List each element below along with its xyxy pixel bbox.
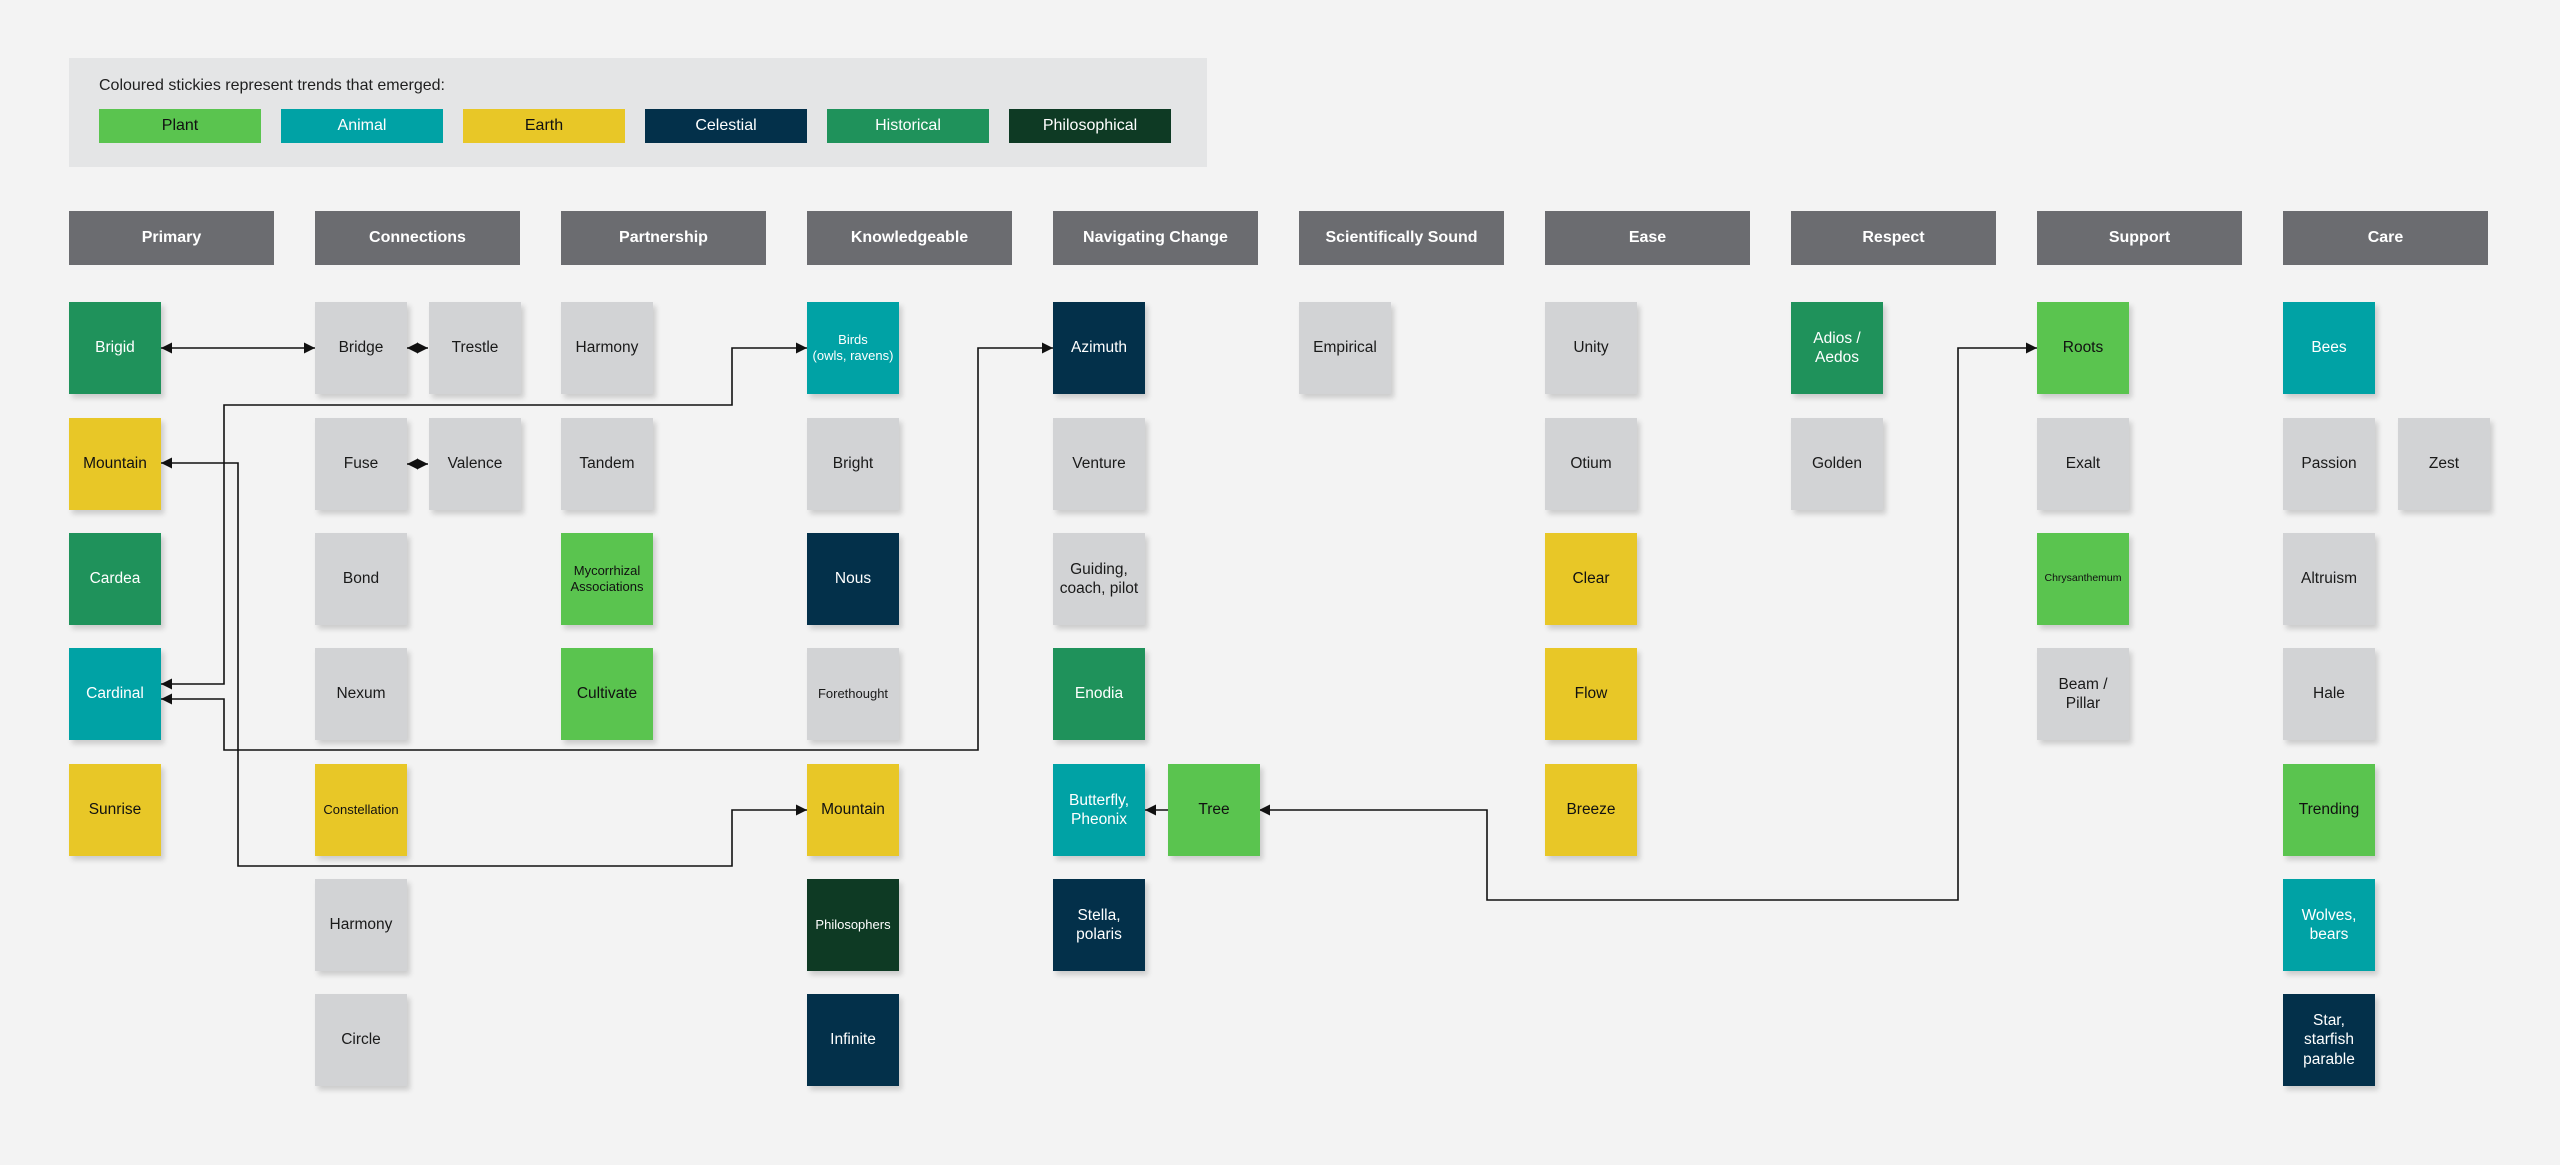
sticky-empirical[interactable]: Empirical [1299,302,1391,394]
column-header-care[interactable]: Care [2283,211,2488,265]
column-header-connections[interactable]: Connections [315,211,520,265]
sticky-birds[interactable]: Birds (owls, ravens) [807,302,899,394]
column-header-support[interactable]: Support [2037,211,2242,265]
sticky-chrysanthemum[interactable]: Chrysanthemum [2037,533,2129,625]
sticky-philosophers[interactable]: Philosophers [807,879,899,971]
legend-chip-plant: Plant [99,109,261,143]
sticky-butterfly-pheonix[interactable]: Butterfly, Pheonix [1053,764,1145,856]
sticky-altruism[interactable]: Altruism [2283,533,2375,625]
sticky-zest[interactable]: Zest [2398,418,2490,510]
column-header-respect[interactable]: Respect [1791,211,1996,265]
sticky-beam-pillar[interactable]: Beam / Pillar [2037,648,2129,740]
sticky-breeze[interactable]: Breeze [1545,764,1637,856]
legend-chip-celestial: Celestial [645,109,807,143]
legend-chip-historical: Historical [827,109,989,143]
sticky-circle[interactable]: Circle [315,994,407,1086]
sticky-fuse[interactable]: Fuse [315,418,407,510]
sticky-unity[interactable]: Unity [1545,302,1637,394]
column-header-scientifically-sound[interactable]: Scientifically Sound [1299,211,1504,265]
sticky-otium[interactable]: Otium [1545,418,1637,510]
sticky-trestle[interactable]: Trestle [429,302,521,394]
sticky-bees[interactable]: Bees [2283,302,2375,394]
sticky-roots[interactable]: Roots [2037,302,2129,394]
sticky-valence[interactable]: Valence [429,418,521,510]
sticky-stella-polaris[interactable]: Stella, polaris [1053,879,1145,971]
sticky-golden[interactable]: Golden [1791,418,1883,510]
legend-title: Coloured stickies represent trends that … [99,77,445,94]
sticky-venture[interactable]: Venture [1053,418,1145,510]
connector-mountain-mountain [161,457,807,867]
sticky-sunrise[interactable]: Sunrise [69,764,161,856]
sticky-bridge[interactable]: Bridge [315,302,407,394]
sticky-cardinal[interactable]: Cardinal [69,648,161,740]
column-header-ease[interactable]: Ease [1545,211,1750,265]
sticky-azimuth[interactable]: Azimuth [1053,302,1145,394]
sticky-star-starfish-parable[interactable]: Star, starfish parable [2283,994,2375,1086]
sticky-mycorrhizal-associations[interactable]: Mycorrhizal Associations [561,533,653,625]
column-header-knowledgeable[interactable]: Knowledgeable [807,211,1012,265]
legend-chip-earth: Earth [463,109,625,143]
sticky-harmony-connections[interactable]: Harmony [315,879,407,971]
sticky-cultivate[interactable]: Cultivate [561,648,653,740]
sticky-bright[interactable]: Bright [807,418,899,510]
column-header-primary[interactable]: Primary [69,211,274,265]
sticky-hale[interactable]: Hale [2283,648,2375,740]
sticky-mountain-knowledgeable[interactable]: Mountain [807,764,899,856]
sticky-brigid[interactable]: Brigid [69,302,161,394]
sticky-flow[interactable]: Flow [1545,648,1637,740]
sticky-cardea[interactable]: Cardea [69,533,161,625]
sticky-tandem[interactable]: Tandem [561,418,653,510]
sticky-infinite[interactable]: Infinite [807,994,899,1086]
column-header-partnership[interactable]: Partnership [561,211,766,265]
column-header-navigating-change[interactable]: Navigating Change [1053,211,1258,265]
sticky-constellation[interactable]: Constellation [315,764,407,856]
sticky-mountain[interactable]: Mountain [69,418,161,510]
sticky-forethought[interactable]: Forethought [807,648,899,740]
sticky-adios-aedos[interactable]: Adios / Aedos [1791,302,1883,394]
sticky-tree[interactable]: Tree [1168,764,1260,856]
sticky-nexum[interactable]: Nexum [315,648,407,740]
legend-panel: Coloured stickies represent trends that … [69,58,1207,167]
sticky-clear[interactable]: Clear [1545,533,1637,625]
sticky-nous[interactable]: Nous [807,533,899,625]
sticky-wolves-bears[interactable]: Wolves, bears [2283,879,2375,971]
legend-chip-philosophical: Philosophical [1009,109,1171,143]
sticky-passion[interactable]: Passion [2283,418,2375,510]
sticky-bond[interactable]: Bond [315,533,407,625]
legend-chip-animal: Animal [281,109,443,143]
sticky-guiding-coach-pilot[interactable]: Guiding, coach, pilot [1053,533,1145,625]
connector-tree-roots [1259,342,2037,901]
sticky-harmony-partnership[interactable]: Harmony [561,302,653,394]
sticky-exalt[interactable]: Exalt [2037,418,2129,510]
sticky-trending[interactable]: Trending [2283,764,2375,856]
sticky-enodia[interactable]: Enodia [1053,648,1145,740]
connector-cardinal-birds [161,342,807,690]
